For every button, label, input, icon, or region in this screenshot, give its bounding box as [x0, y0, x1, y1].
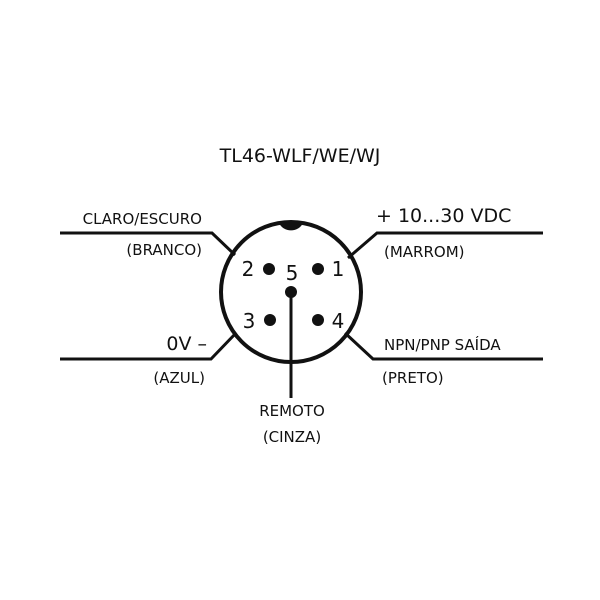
brown-wire-function: + 10...30 VDC — [376, 205, 511, 227]
diagram-title: TL46-WLF/WE/WJ — [219, 145, 381, 167]
white-wire-color: (BRANCO) — [126, 241, 202, 259]
pin-2-number: 2 — [242, 257, 255, 281]
connector-key-notch — [279, 223, 303, 231]
brown-wire-color: (MARROM) — [384, 243, 465, 261]
blue-wire-color: (AZUL) — [153, 369, 205, 387]
pin-4-number: 4 — [332, 309, 345, 333]
pin-3 — [264, 314, 276, 326]
wire-black — [343, 331, 543, 361]
pin-5-number: 5 — [286, 261, 299, 285]
black-wire-color: (PRETO) — [382, 369, 444, 387]
gray-wire-function: REMOTO — [259, 402, 325, 420]
black-wire-function: NPN/PNP SAÍDA — [384, 335, 501, 354]
pin-1-number: 1 — [332, 257, 345, 281]
pin-2 — [263, 263, 275, 275]
wire-brown — [347, 231, 543, 260]
gray-wire-color: (CINZA) — [263, 428, 321, 446]
pin-4 — [312, 314, 324, 326]
pin-3-number: 3 — [243, 309, 256, 333]
pin-1 — [312, 263, 324, 275]
blue-wire-function: 0V – — [166, 333, 207, 355]
wire-blue — [60, 331, 238, 361]
white-wire-function: CLARO/ESCURO — [83, 210, 202, 228]
wire-white — [60, 231, 237, 257]
